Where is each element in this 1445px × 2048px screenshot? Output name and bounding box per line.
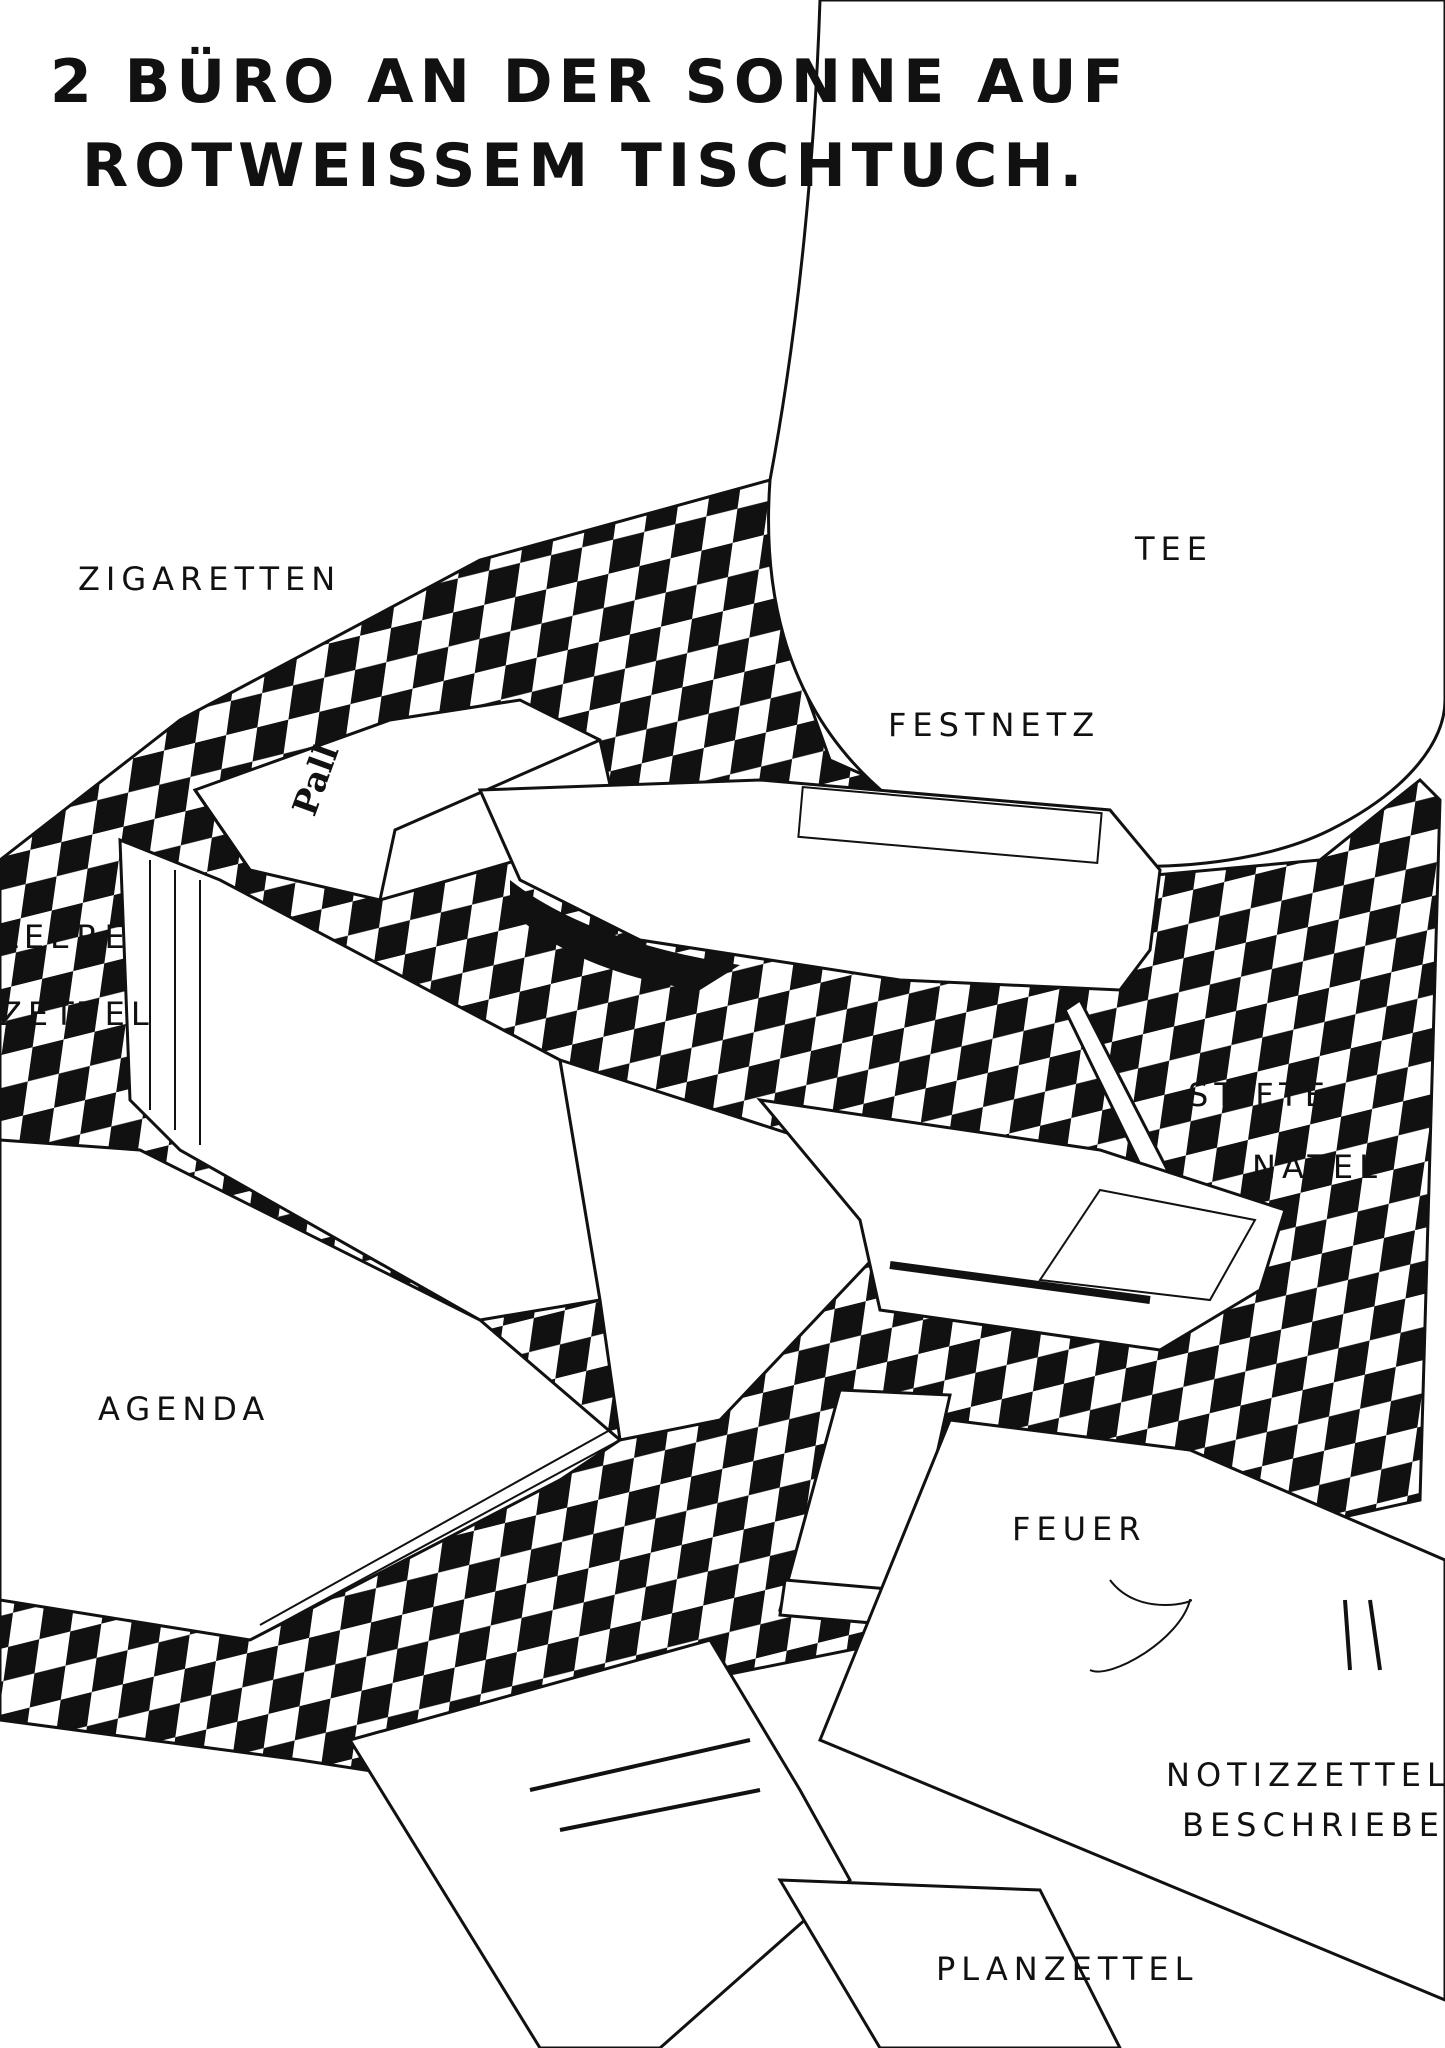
landline-phone [477, 778, 1162, 992]
label-feuer: FEUER [1012, 1510, 1147, 1548]
label-leere: LEERE [0, 918, 131, 956]
page-title-line-2: ROTWEISSEM TISCHTUCH. [82, 131, 1089, 201]
label-festnetz: FESTNETZ [888, 706, 1101, 744]
plan-note [347, 1638, 1122, 2048]
label-tee: TEE [1135, 530, 1213, 568]
tea-cup [767, 0, 1445, 868]
page-title-line-1: 2 BÜRO AN DER SONNE AUF [50, 47, 1130, 117]
label-planzettel: PLANZETTEL [936, 1950, 1199, 1988]
label-zigaretten: ZIGARETTEN [78, 560, 342, 598]
empty-notepad-stack [118, 837, 602, 1322]
label-beschrieben: BESCHRIEBEN [1182, 1806, 1445, 1844]
label-zettel: ZETTEL [0, 995, 155, 1033]
label-stifte: STIFTE [1188, 1076, 1331, 1114]
written-notes [818, 1418, 1445, 2002]
mobile-phone [756, 1097, 1287, 1352]
label-notizzettel: NOTIZZETTEL [1166, 1756, 1445, 1794]
label-agenda: AGENDA [98, 1390, 271, 1428]
label-natel: NATEL [1252, 1148, 1383, 1186]
